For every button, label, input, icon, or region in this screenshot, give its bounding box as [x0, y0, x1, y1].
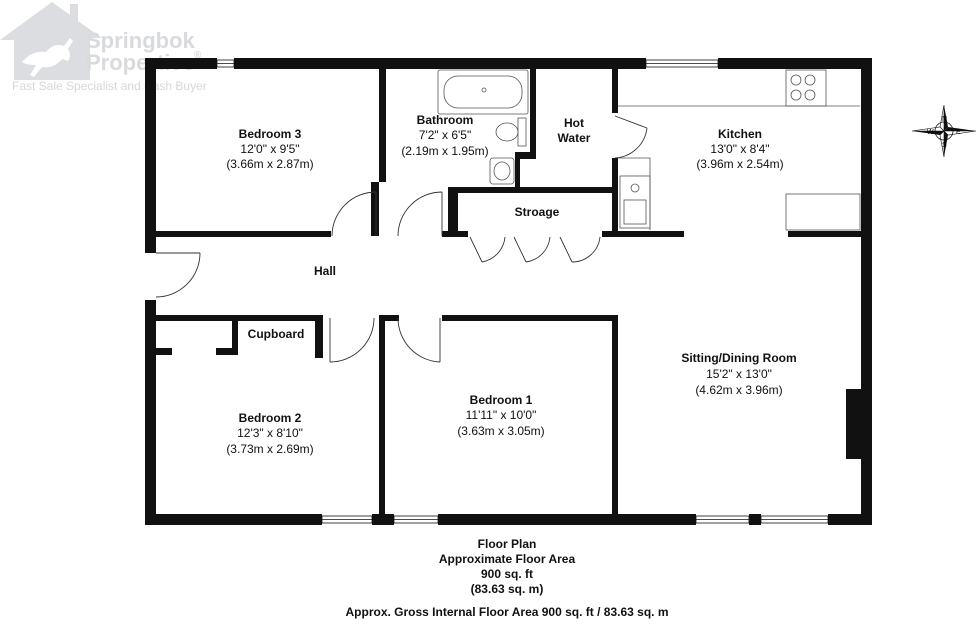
sink-icon: [619, 175, 651, 229]
caption-approx-area: Approximate Floor Area: [438, 552, 576, 566]
storage-door-2: [513, 236, 551, 263]
room-storage: Stroage: [515, 205, 560, 219]
walls: [145, 58, 872, 525]
room-cupboard: Cupboard: [248, 327, 305, 341]
fixtures: [437, 69, 861, 231]
windows: [216, 59, 829, 524]
room-bedroom3: Bedroom 3 12'0" x 9'5" (3.66m x 2.87m): [226, 127, 313, 171]
hob-icon: [785, 69, 827, 107]
hot-water-door: [614, 115, 648, 159]
sitting-dining-dim-metric: (4.62m x 3.96m): [695, 383, 782, 397]
kitchen-name: Kitchen: [718, 127, 762, 141]
logo-registered-mark: ®: [194, 50, 202, 61]
sitting-dining-name: Sitting/Dining Room: [681, 351, 796, 365]
room-hot-water: Hot Water: [558, 116, 591, 145]
bedroom1-dim-metric: (3.63m x 3.05m): [457, 424, 544, 438]
bedroom2-dim-metric: (3.73m x 2.69m): [226, 442, 313, 456]
basin-icon: [489, 157, 515, 185]
bedroom2-dim-imperial: 12'3" x 8'10": [237, 426, 303, 440]
bedroom3-door: [331, 191, 377, 237]
front-door: [155, 252, 201, 298]
caption-sq-ft: 900 sq. ft: [480, 567, 534, 581]
storage-door-3: [559, 236, 601, 263]
kitchen-worktops: [618, 105, 861, 231]
bathroom-door: [397, 191, 443, 237]
bedroom1-name: Bedroom 1: [470, 393, 533, 407]
compass-w: W: [927, 129, 934, 136]
bathroom-name: Bathroom: [417, 113, 474, 127]
room-bedroom2: Bedroom 2 12'3" x 8'10" (3.73m x 2.69m): [226, 411, 313, 456]
bedroom1-door: [397, 317, 441, 363]
bedroom2-door: [329, 317, 375, 363]
room-hall: Hall: [314, 264, 336, 278]
toilet-icon: [495, 117, 527, 147]
caption-gross-area: Approx. Gross Internal Floor Area 900 sq…: [345, 605, 669, 619]
bedroom3-name: Bedroom 3: [239, 127, 302, 141]
room-kitchen: Kitchen 13'0" x 8'4" (3.96m x 2.54m): [696, 127, 783, 171]
logo-tagline: Fast Sale Specialist and Cash Buyer: [12, 79, 207, 93]
caption-sq-m: (83.63 sq. m): [470, 582, 544, 596]
bedroom2-name: Bedroom 2: [239, 411, 302, 425]
hot-water-line2: Water: [558, 131, 591, 145]
logo-name-line1: Springbok: [86, 28, 196, 53]
kitchen-dim-imperial: 13'0" x 8'4": [710, 142, 769, 156]
kitchen-dim-metric: (3.96m x 2.54m): [696, 157, 783, 171]
doors: [155, 115, 648, 363]
cupboard-name: Cupboard: [248, 327, 305, 341]
storage-name: Stroage: [515, 205, 560, 219]
room-sitting-dining: Sitting/Dining Room 15'2" x 13'0" (4.62m…: [681, 351, 796, 397]
room-bathroom: Bathroom 7'2" x 6'5" (2.19m x 1.95m): [401, 113, 488, 158]
storage-door-1: [469, 236, 506, 263]
compass-icon: N E S W: [911, 104, 977, 158]
sitting-dining-dim-imperial: 15'2" x 13'0": [706, 367, 772, 381]
bathroom-dim-imperial: 7'2" x 6'5": [419, 128, 471, 142]
compass-s: S: [942, 142, 947, 149]
bathtub-icon: [437, 69, 529, 115]
house-deer-icon: [0, 2, 102, 80]
compass-n: N: [942, 116, 947, 123]
hot-water-line1: Hot: [564, 116, 584, 130]
compass-e: E: [956, 129, 961, 136]
hall-name: Hall: [314, 264, 336, 278]
room-bedroom1: Bedroom 1 11'11" x 10'0" (3.63m x 3.05m): [457, 393, 544, 438]
bathroom-dim-metric: (2.19m x 1.95m): [401, 144, 488, 158]
caption-floor-plan: Floor Plan: [477, 537, 537, 551]
company-logo: Springbok Properties ® Fast Sale Special…: [0, 2, 207, 93]
bedroom1-dim-imperial: 11'11" x 10'0": [466, 408, 537, 422]
bedroom3-dim-imperial: 12'0" x 9'5": [240, 142, 299, 156]
bedroom3-dim-metric: (3.66m x 2.87m): [226, 157, 313, 171]
